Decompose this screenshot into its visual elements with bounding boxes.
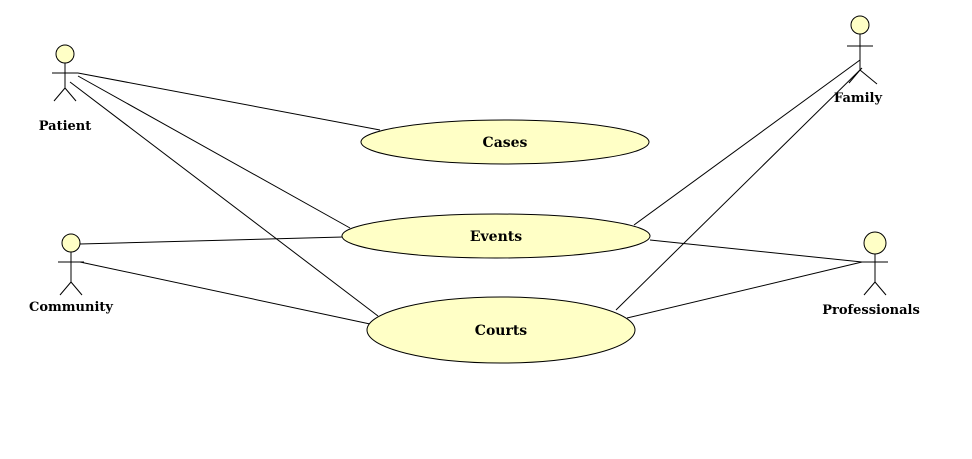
- use-case-cases-label: Cases: [483, 135, 528, 151]
- associations: [69, 59, 863, 325]
- use-case-courts-label: Courts: [475, 323, 528, 339]
- assoc-patient-events: [77, 75, 351, 229]
- assoc-family-events: [633, 59, 861, 226]
- assoc-events-professionals: [649, 239, 863, 263]
- assoc-patient-cases: [77, 72, 381, 131]
- actor-patient-head: [55, 44, 75, 64]
- actor-family-head: [850, 15, 870, 35]
- use-case-cases: Cases: [360, 119, 650, 165]
- actor-professionals-head: [863, 231, 887, 255]
- assoc-courts-professionals: [626, 261, 863, 319]
- actor-community-head: [61, 233, 81, 253]
- actor-patient-label: Patient: [39, 119, 92, 134]
- assoc-patient-courts: [69, 81, 379, 317]
- use-case-events: Events: [341, 213, 651, 259]
- actor-community-label: Community: [29, 300, 113, 315]
- actor-family: Family: [834, 15, 883, 106]
- actor-community: Community: [29, 233, 113, 315]
- assoc-community-events: [79, 236, 344, 245]
- use-case-events-label: Events: [470, 229, 522, 245]
- assoc-family-courts: [615, 67, 863, 311]
- actor-professionals-label: Professionals: [822, 303, 920, 318]
- assoc-community-courts: [79, 261, 371, 325]
- use-case-courts: Courts: [366, 296, 636, 364]
- actor-family-label: Family: [834, 91, 883, 106]
- actor-patient: Patient: [39, 44, 92, 134]
- actor-professionals: Professionals: [822, 231, 920, 318]
